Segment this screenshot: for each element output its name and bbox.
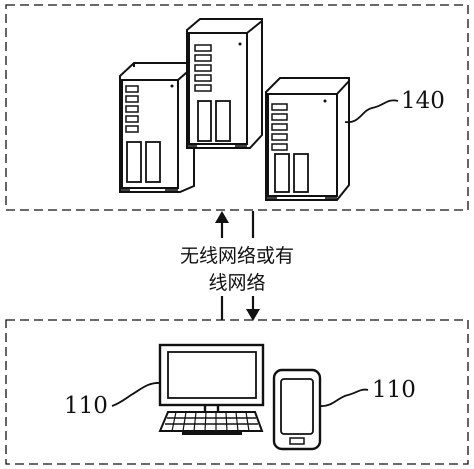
network-label-line1: 无线网络或有 — [180, 245, 294, 267]
monitor-icon — [158, 343, 265, 407]
computer-icon — [158, 343, 265, 411]
phone-label: 110 — [372, 377, 416, 403]
server-label-leader — [344, 99, 399, 123]
server-icon-middle — [186, 18, 263, 149]
phone-icon — [272, 368, 322, 451]
server-icon-left — [119, 62, 195, 193]
client-group-boundary — [5, 319, 469, 465]
server-group-boundary — [5, 4, 469, 211]
network-label-line2: 线网络 — [208, 272, 265, 294]
computer-label-leader — [111, 382, 161, 407]
phone-label-leader — [319, 388, 369, 407]
server-icon-right — [265, 77, 350, 201]
keyboard-icon — [158, 411, 264, 435]
computer-label: 110 — [64, 393, 108, 419]
server-group-label: 140 — [401, 88, 445, 114]
network-label-background — [165, 238, 307, 296]
